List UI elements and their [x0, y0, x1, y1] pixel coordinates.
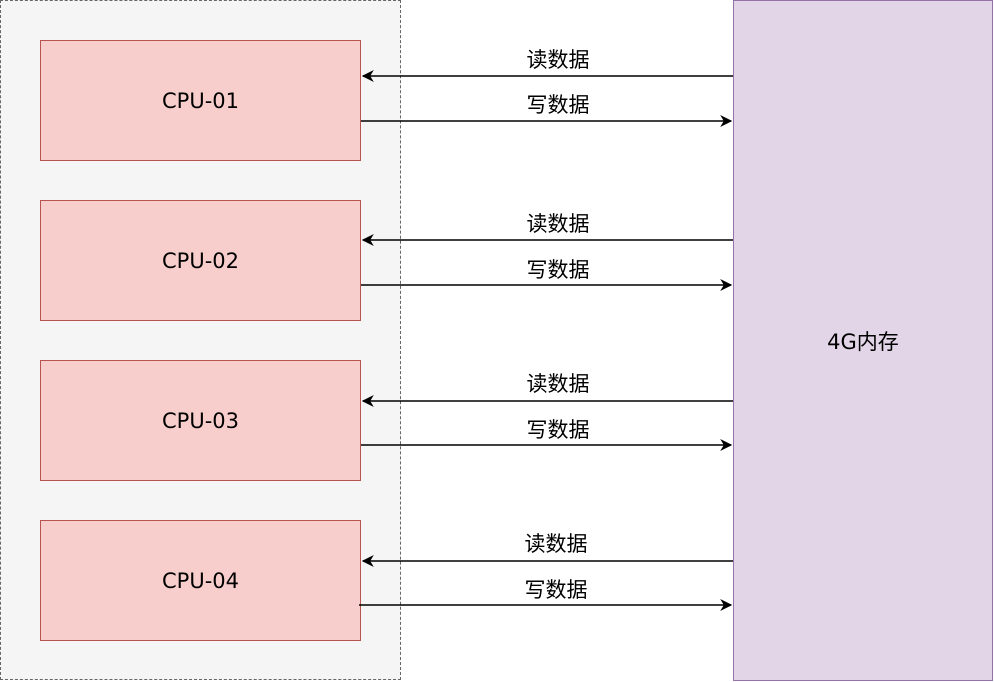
memory-label: 4G内存	[827, 329, 899, 354]
memory-box[interactable]: 4G内存	[733, 0, 993, 681]
read-label-cpu-04: 读数据	[524, 532, 588, 556]
read-label-cpu-02: 读数据	[526, 212, 590, 236]
write-label-cpu-02: 写数据	[526, 258, 590, 282]
write-label-cpu-03: 写数据	[526, 418, 590, 442]
write-label-cpu-01: 写数据	[526, 93, 590, 117]
cpu-01-box[interactable]: CPU-01	[40, 40, 361, 161]
cpu-02-label: CPU-02	[162, 248, 239, 273]
cpu-03-box[interactable]: CPU-03	[40, 360, 361, 481]
write-label-cpu-04: 写数据	[524, 578, 588, 602]
read-label-cpu-01: 读数据	[526, 48, 590, 72]
cpu-04-label: CPU-04	[162, 568, 239, 593]
cpu-02-box[interactable]: CPU-02	[40, 200, 361, 321]
cpu-01-label: CPU-01	[162, 88, 239, 113]
cpu-03-label: CPU-03	[162, 408, 239, 433]
read-label-cpu-03: 读数据	[526, 372, 590, 396]
cpu-04-box[interactable]: CPU-04	[40, 520, 361, 641]
